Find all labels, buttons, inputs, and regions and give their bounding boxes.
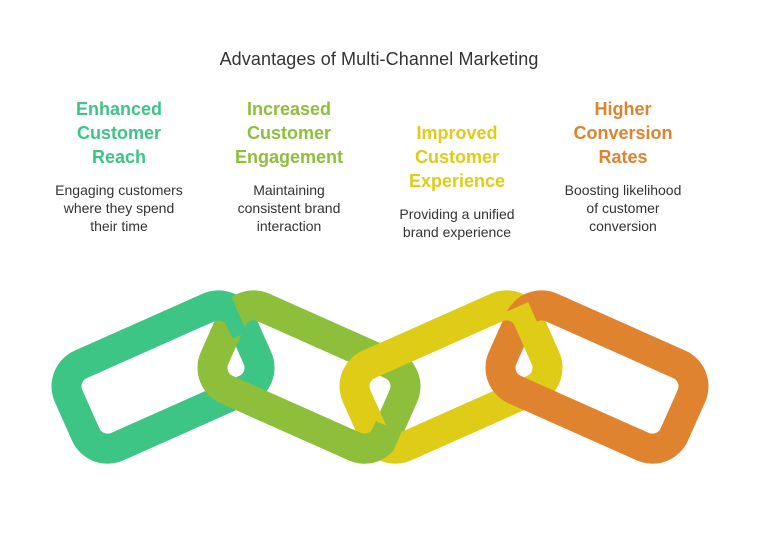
chain-link-lime [197,290,421,464]
advantage-experience: Improved Customer Experience Providing a… [382,121,532,241]
advantage-heading: Increased Customer Engagement [234,99,344,167]
chain-link-green [51,290,275,464]
advantage-description: Providing a unified brand experience [399,206,515,240]
advantage-conversion: Higher Conversion Rates Boosting likelih… [548,97,698,235]
advantage-reach: Enhanced Customer Reach Engaging custome… [44,97,194,235]
advantage-heading: Higher Conversion Rates [573,99,673,167]
advantage-description: Boosting likelihood of customer conversi… [564,182,682,234]
chain-interlock-3 [491,302,549,365]
advantage-description: Engaging customers where they spend thei… [55,182,183,234]
advantage-description: Maintaining consistent brand interaction [237,182,341,234]
advantage-heading: Enhanced Customer Reach [75,99,163,167]
advantage-heading: Improved Customer Experience [408,123,506,191]
diagram-title: Advantages of Multi-Channel Marketing [219,49,539,69]
chain-link-orange [485,290,709,464]
advantage-engagement: Increased Customer Engagement Maintainin… [214,97,364,235]
